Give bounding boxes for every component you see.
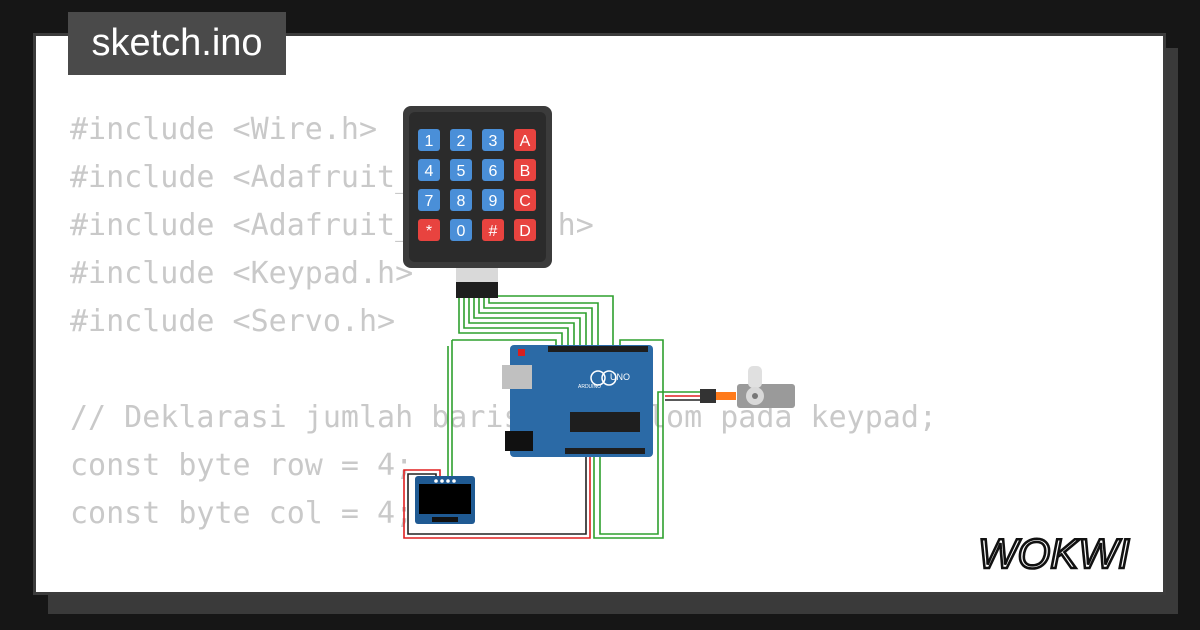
code-line: //O [70, 586, 937, 592]
wokwi-logo-mark: WOKWI [977, 529, 1132, 579]
code-line [70, 346, 937, 394]
code-line: #include <Wire.h> [70, 112, 378, 147]
filename-label: sketch.ino [68, 12, 286, 75]
preview-card: #include <Wire.h> #include <Adafruit_GFX.… [33, 33, 1166, 595]
code-line: #include <Keypad.h> [70, 256, 414, 291]
code-line: #include <Adafruit_GFX.h> [70, 160, 522, 195]
code-line: // Deklarasi jumlah baris dan kolom pada… [70, 400, 937, 435]
code-line: #include <Adafruit_SSD1306.h> [70, 208, 594, 243]
wokwi-logo: WOKWI [977, 528, 1158, 579]
code-line: #include <Servo.h> [70, 304, 396, 339]
code-line: const byte col = 4; [70, 496, 414, 531]
code-line [70, 538, 937, 586]
svg-text:WOKWI: WOKWI [978, 530, 1130, 577]
code-listing: #include <Wire.h> #include <Adafruit_GFX.… [70, 106, 937, 592]
code-line: const byte row = 4; [70, 448, 414, 483]
